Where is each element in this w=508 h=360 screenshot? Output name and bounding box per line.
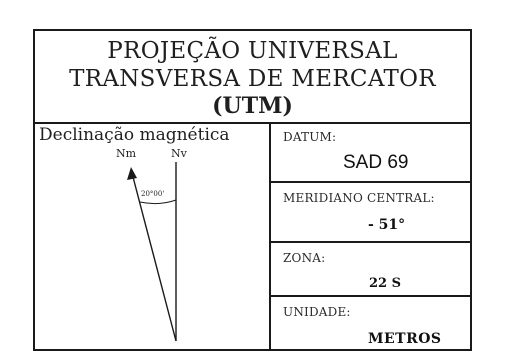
datum-row: DATUM: SAD 69 — [271, 122, 472, 183]
title-line-3: (UTM) — [212, 93, 293, 119]
meridiano-row: MERIDIANO CENTRAL: - 51° — [271, 183, 472, 243]
declination-diagram: Nm Nv 20°00' — [116, 147, 188, 342]
map-legend-frame: PROJEÇÃO UNIVERSAL TRANSVERSA DE MERCATO… — [33, 29, 472, 351]
magnetic-north-label: Nm — [116, 147, 137, 160]
declination-heading: Declinação magnética — [39, 125, 230, 145]
unidade-label: UNIDADE: — [283, 305, 351, 319]
unidade-value: METROS — [368, 331, 442, 347]
datum-value: SAD 69 — [343, 152, 409, 173]
zona-label: ZONA: — [283, 251, 326, 265]
zona-value: 22 S — [369, 276, 402, 291]
magnetic-declination-panel: Declinação magnética Nm Nv 20°00' — [35, 122, 271, 351]
title-line-1: PROJEÇÃO UNIVERSAL — [107, 38, 398, 64]
magnetic-north-line — [132, 176, 177, 342]
title-line-2: TRANSVERSA DE MERCATOR — [69, 66, 436, 92]
unidade-row: UNIDADE: METROS — [271, 297, 472, 351]
meridiano-value: - 51° — [368, 217, 406, 233]
true-north-label: Nv — [171, 147, 188, 160]
declination-angle-label: 20°00' — [141, 190, 164, 198]
datum-label: DATUM: — [283, 130, 337, 144]
declination-angle-arc — [139, 199, 177, 205]
magnetic-north-arrowhead-icon — [127, 167, 137, 180]
projection-info-column: DATUM: SAD 69 MERIDIANO CENTRAL: - 51° Z… — [271, 122, 472, 351]
title-block: PROJEÇÃO UNIVERSAL TRANSVERSA DE MERCATO… — [35, 31, 470, 124]
zona-row: ZONA: 22 S — [271, 243, 472, 297]
meridiano-label: MERIDIANO CENTRAL: — [283, 191, 435, 205]
